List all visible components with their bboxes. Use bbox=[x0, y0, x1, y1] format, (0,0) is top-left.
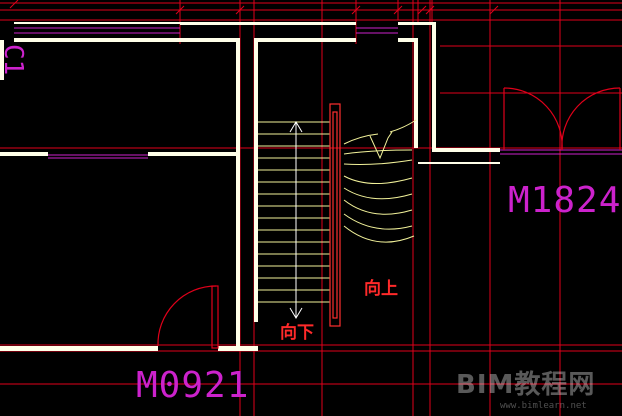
stair-handrail bbox=[329, 103, 341, 327]
stair-walk-line bbox=[289, 121, 303, 319]
stair-flight-down bbox=[258, 121, 330, 303]
stair-up-label: 向上 bbox=[364, 279, 398, 299]
stair-down-label: 向下 bbox=[280, 323, 314, 343]
door-m0921-swing bbox=[157, 285, 219, 349]
dimension-ticks bbox=[9, 0, 499, 15]
door-m1824-swing bbox=[503, 87, 621, 151]
walls bbox=[0, 22, 500, 351]
window-lines bbox=[14, 27, 622, 159]
door-tag-m1824: M1824 bbox=[508, 180, 622, 221]
watermark-brand: BIM教程网 bbox=[456, 370, 596, 400]
top-opening bbox=[417, 0, 433, 22]
stair-winder-up bbox=[343, 119, 417, 243]
watermark-url: www.bimlearn.net bbox=[500, 401, 587, 411]
partial-window-tag: C1 bbox=[0, 44, 28, 76]
door-tag-m0921: M0921 bbox=[136, 365, 250, 406]
